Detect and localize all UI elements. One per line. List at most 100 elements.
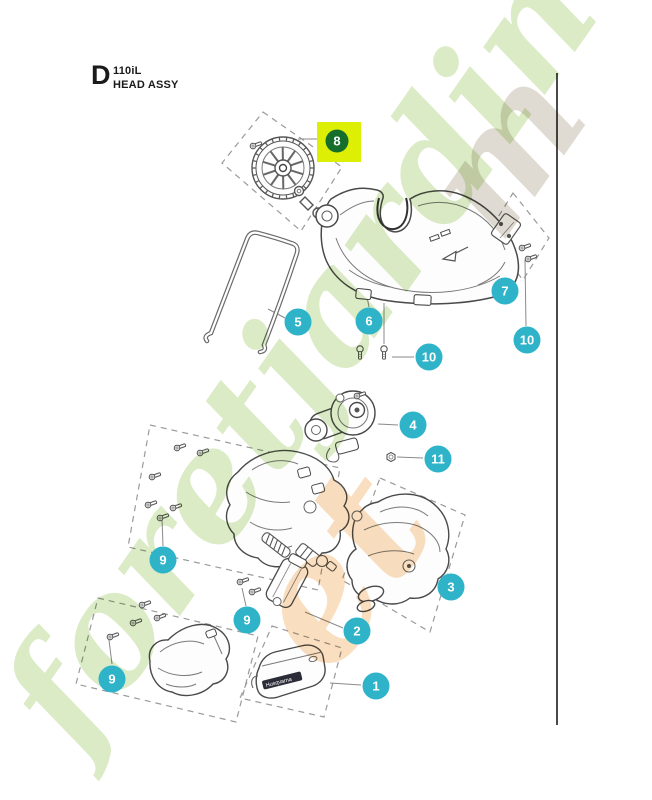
drawing-primitive <box>351 510 363 522</box>
model-label: 110iL <box>113 65 142 77</box>
trimmer-wheel-part <box>251 136 324 219</box>
assembly-name: HEAD ASSY <box>113 79 179 91</box>
drawing-primitive <box>321 210 333 222</box>
drawing-primitive <box>428 233 441 242</box>
drawing-primitive <box>363 506 441 557</box>
drawing-primitive <box>245 491 291 503</box>
drawing-primitive <box>255 180 259 183</box>
brand-logo-band <box>262 671 303 690</box>
callout-4[interactable]: 4 <box>399 411 427 439</box>
drawing-primitive <box>255 140 311 196</box>
drawing-primitive <box>270 173 280 186</box>
drawing-primitive <box>157 667 203 676</box>
drawing-primitive <box>296 188 302 194</box>
drawing-primitive <box>315 554 329 568</box>
drawing-primitive <box>441 250 457 262</box>
drawing-primitive <box>265 533 271 544</box>
callout-1[interactable]: 1 <box>362 672 390 700</box>
drawing-primitive <box>108 639 113 665</box>
drawing-primitive <box>271 193 274 198</box>
dashed-box-screws-upper <box>127 424 341 591</box>
drawing-primitive <box>299 546 309 558</box>
drawing-primitive <box>282 568 302 603</box>
drawing-primitive <box>490 213 522 245</box>
drawing-primitive <box>335 200 506 293</box>
callout-6[interactable]: 6 <box>355 307 383 335</box>
callout-10-right[interactable]: 10 <box>513 326 541 354</box>
drawing-primitive <box>325 561 337 572</box>
callout-10-middle[interactable]: 10 <box>415 343 443 371</box>
callout-9-upper[interactable]: 9 <box>149 546 177 574</box>
drawing-primitive <box>304 611 344 629</box>
callout-3[interactable]: 3 <box>437 573 465 601</box>
drawing-primitive <box>213 635 223 655</box>
drawing-primitive <box>339 200 375 216</box>
drawing-primitive <box>274 159 292 177</box>
callout-8[interactable]: 8 <box>325 129 349 153</box>
drawing-primitive <box>311 482 326 495</box>
wire-bail-part <box>203 230 300 355</box>
collar <box>299 196 314 211</box>
drawing-primitive <box>292 193 295 198</box>
drawing-primitive <box>204 231 299 354</box>
drawing-primitive <box>307 180 311 183</box>
washer <box>293 185 305 197</box>
housing-upper-part <box>225 449 350 568</box>
drawing-primitive <box>286 150 296 163</box>
callout-5[interactable]: 5 <box>284 308 312 336</box>
brand-cover-part: Husqvarna <box>251 644 326 699</box>
drawing-primitive <box>148 623 231 697</box>
drawing-primitive <box>303 146 307 151</box>
bracket-part <box>490 213 522 245</box>
drawing-primitive <box>262 146 304 190</box>
drawing-primitive <box>292 138 295 143</box>
plate-letter: D <box>91 60 111 90</box>
dashed-box-part1 <box>239 625 343 718</box>
drawing-primitive <box>278 163 288 173</box>
drawing-primitive <box>255 153 259 156</box>
drawing-primitive <box>307 153 311 156</box>
callout-9-middle[interactable]: 9 <box>233 606 261 634</box>
drawing-primitive <box>524 259 527 327</box>
drawing-primitive <box>264 142 268 146</box>
drawing-primitive <box>265 553 309 609</box>
guard-tab-left <box>355 287 372 301</box>
drawing-primitive <box>308 655 318 663</box>
drawing-primitive <box>363 522 441 553</box>
drawing-primitive <box>159 640 205 653</box>
housing-right-part <box>346 493 450 613</box>
drawing-primitive <box>259 146 263 151</box>
drawing-primitive <box>335 237 501 293</box>
dashed-box-screws-lower <box>75 597 259 723</box>
drawing-primitive <box>499 221 515 239</box>
guard-tab-right <box>413 294 432 306</box>
callout-7[interactable]: 7 <box>491 277 519 305</box>
drawing-primitive <box>271 138 274 143</box>
drawing-primitive <box>286 173 297 186</box>
dashed-box-part8 <box>221 111 343 232</box>
drawing-primitive <box>205 628 218 639</box>
output-spout <box>357 585 385 603</box>
drawing-primitive <box>396 456 424 459</box>
drawing-primitive <box>309 159 314 163</box>
drawing-primitive <box>354 407 360 413</box>
callout-11[interactable]: 11 <box>424 445 452 473</box>
drawing-primitive <box>298 142 302 146</box>
drawing-primitive <box>320 187 520 305</box>
drawing-primitive <box>241 587 247 607</box>
drawing-primitive <box>225 449 350 568</box>
drawing-primitive <box>289 160 304 167</box>
drawing-primitive <box>161 517 164 547</box>
drawing-primitive <box>379 506 429 517</box>
drawing-primitive <box>477 261 506 286</box>
drawing-primitive <box>272 597 282 607</box>
callout-2[interactable]: 2 <box>343 617 371 645</box>
drawing-primitive <box>261 651 323 667</box>
drawing-primitive <box>269 536 275 547</box>
drawing-primitive <box>329 682 362 686</box>
callout-9-lower[interactable]: 9 <box>98 665 126 693</box>
drawing-primitive <box>281 545 286 556</box>
nut-part <box>386 451 396 463</box>
